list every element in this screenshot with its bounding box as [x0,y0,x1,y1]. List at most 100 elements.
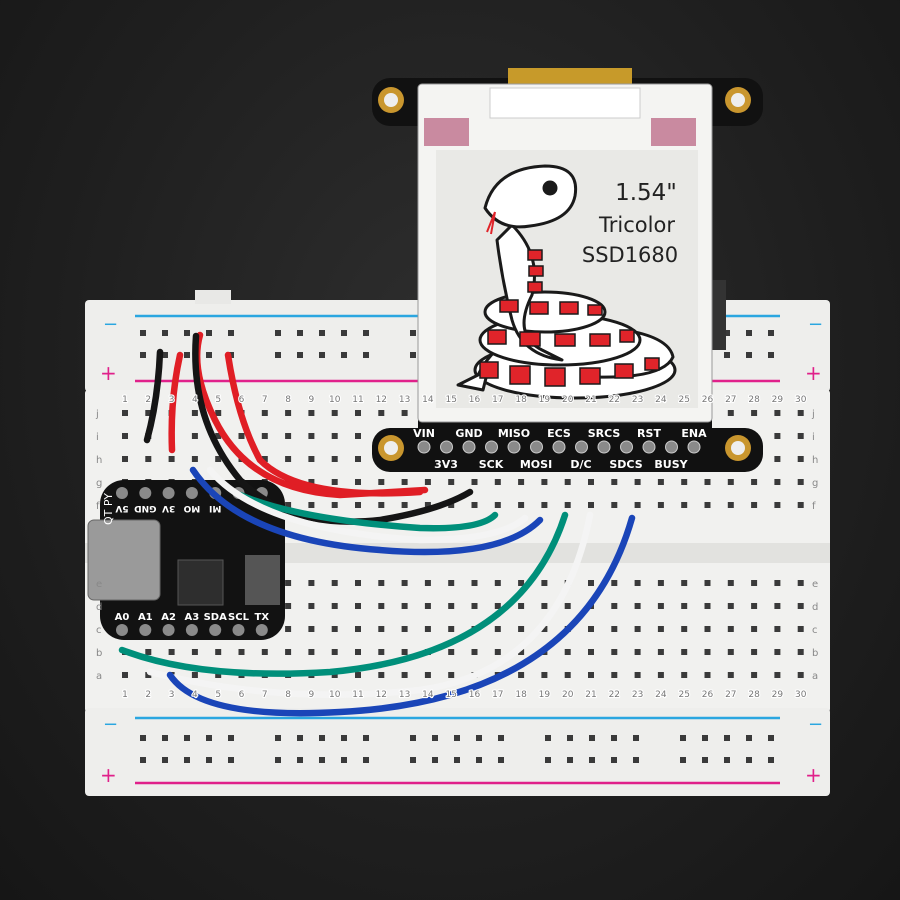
terminal-hole [308,456,315,462]
column-number: 8 [285,690,291,700]
terminal-hole [494,649,501,655]
rail-hole [228,735,234,741]
terminal-hole [611,580,618,586]
terminal-hole [797,479,804,485]
column-number: 6 [239,395,245,405]
rail-hole [140,352,146,358]
terminal-hole [751,580,758,586]
terminal-hole [215,672,222,678]
terminal-hole [331,649,338,655]
pin-label: ECS [547,427,571,440]
column-number: 26 [702,395,714,405]
terminal-hole [588,502,594,508]
rail-hole [410,352,416,358]
rail-hole [363,352,369,358]
row-letter: j [811,409,815,420]
row-letter: f [812,501,816,512]
qtpy-pin [232,624,245,636]
breadboard-labels: 1122334455667788991010111112121313141415… [95,394,818,701]
terminal-hole [611,502,618,508]
header-pin [462,440,476,454]
qtpy-pin-label: A0 [115,612,130,623]
terminal-hole [564,502,571,508]
terminal-hole [751,502,758,508]
column-number: 21 [585,690,596,700]
column-number: 13 [399,395,410,405]
terminal-hole [634,502,641,508]
terminal-hole [704,479,711,485]
qtpy-pin-label: SDA [204,612,228,623]
row-letter: g [96,478,102,489]
column-number: 25 [678,395,689,405]
terminal-hole [168,456,175,462]
terminal-hole [331,433,338,439]
row-letter: h [812,455,818,466]
terminal-hole [541,479,548,485]
rail-hole [498,757,504,763]
terminal-hole [611,672,618,678]
row-letter: d [812,602,818,613]
board-clip [195,290,231,304]
qtpy-logo: QT PY [102,493,115,525]
terminal-hole [285,626,292,632]
terminal-hole [518,502,525,508]
rail-hole [319,735,325,741]
qtpy-pin-label: GND [134,503,156,513]
terminal-hole [657,580,664,586]
terminal-hole [751,479,758,485]
rail-hole [275,735,281,741]
column-number: 15 [445,395,456,405]
rail-hole [140,330,146,336]
terminal-hole [215,410,222,416]
terminal-hole [308,433,315,439]
header-pin [417,440,431,454]
terminal-hole [285,410,292,416]
terminal-hole [448,580,455,586]
terminal-hole [308,603,315,609]
rail-hole [432,757,438,763]
rail-plus-sign: + [100,361,117,385]
terminal-hole [564,649,571,655]
rail-hole [275,352,281,358]
terminal-hole [378,603,385,609]
row-letter: d [96,602,102,613]
terminal-hole [588,580,594,586]
terminal-hole [355,626,361,632]
column-number: 20 [562,395,574,405]
terminal-hole [797,649,804,655]
terminal-hole [657,479,664,485]
row-letter: g [812,478,818,489]
terminal-hole [704,626,711,632]
terminal-hole [704,580,711,586]
column-number: 16 [469,690,481,700]
terminal-hole [774,603,781,609]
flex-cable [508,68,632,86]
terminal-hole [355,580,361,586]
terminal-hole [122,672,128,678]
terminal-hole [727,502,734,508]
terminal-hole [401,603,408,609]
rail-hole [589,735,595,741]
column-number: 27 [725,690,736,700]
terminal-hole [681,626,688,632]
column-number: 23 [632,690,643,700]
rail-hole [454,735,460,741]
terminal-hole [634,672,641,678]
rail-hole [680,757,686,763]
terminal-hole [401,479,408,485]
column-number: 4 [192,690,198,700]
pin-label: SRCS [588,427,621,440]
terminal-hole [588,649,594,655]
terminal-hole [564,479,571,485]
terminal-hole [355,603,361,609]
terminal-hole [308,479,315,485]
column-number: 29 [772,395,784,405]
terminal-hole [797,502,804,508]
terminal-hole [122,456,128,462]
terminal-hole [518,603,525,609]
terminal-hole [657,626,664,632]
rail-hole [206,352,212,358]
terminal-hole [541,672,548,678]
rail-hole [319,757,325,763]
